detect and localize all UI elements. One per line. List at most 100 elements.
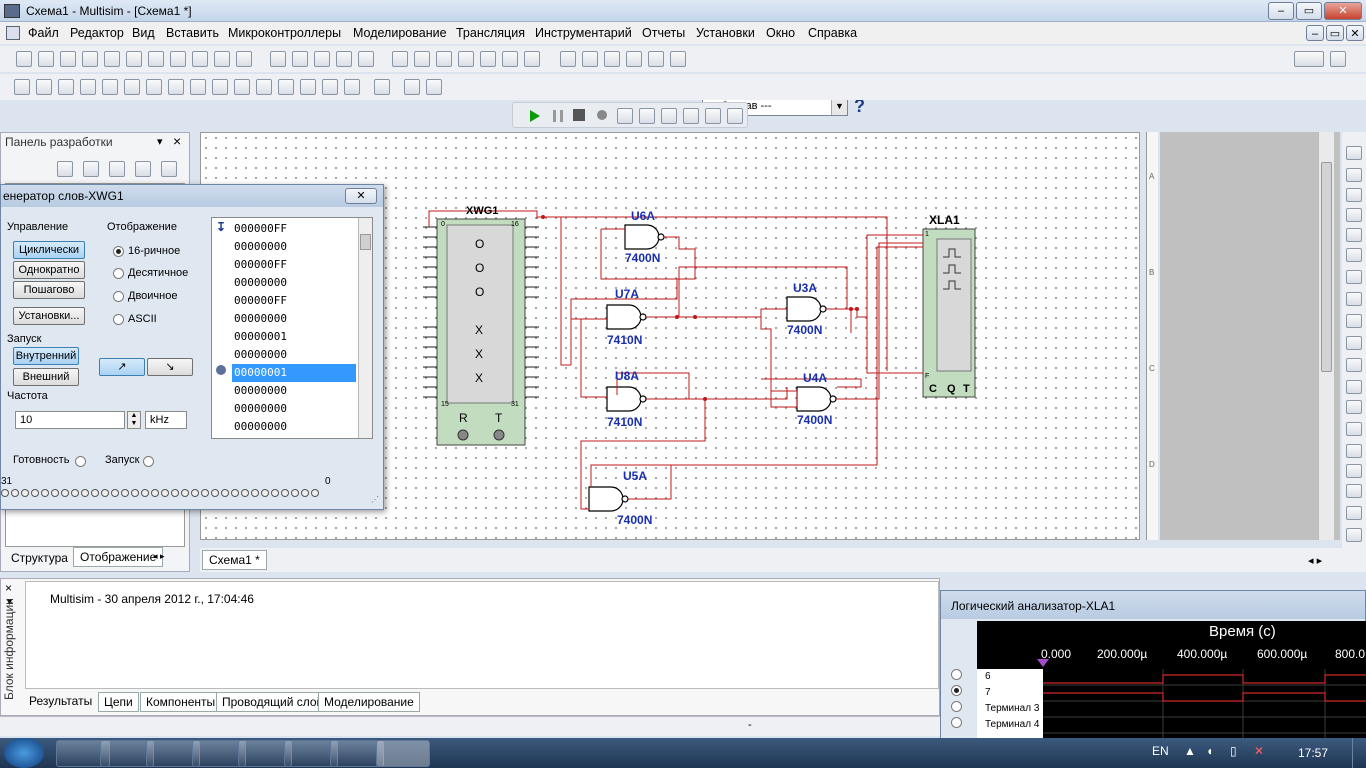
taskbar-firefox-icon[interactable] bbox=[238, 740, 292, 767]
settings-button[interactable]: Установки... bbox=[13, 307, 85, 325]
analog-icon[interactable] bbox=[102, 79, 118, 95]
list-item[interactable]: 00000000 bbox=[234, 276, 287, 289]
word-generator-icon[interactable] bbox=[1346, 292, 1362, 306]
la-cursor-icon[interactable] bbox=[1037, 659, 1049, 667]
list-item[interactable]: 00000001 bbox=[234, 330, 287, 343]
gate-u7a-ref[interactable]: U7A bbox=[615, 287, 640, 301]
resize-grip-icon[interactable]: ⋰ bbox=[371, 495, 379, 504]
menu-microcontrollers[interactable]: Микроконтроллеры bbox=[228, 26, 342, 40]
tab-simulation[interactable]: Моделирование bbox=[318, 692, 420, 712]
network-analyzer-icon[interactable] bbox=[1346, 422, 1362, 436]
bode-plotter-icon[interactable] bbox=[1346, 248, 1362, 262]
radio-dec[interactable] bbox=[113, 268, 124, 279]
open-sample-icon[interactable] bbox=[60, 51, 76, 67]
mdi-minimize-button[interactable]: – bbox=[1306, 25, 1324, 41]
zoom-out-icon[interactable] bbox=[314, 51, 330, 67]
menu-simulation[interactable]: Моделирование bbox=[353, 26, 447, 40]
wattmeter-icon[interactable] bbox=[1346, 188, 1362, 202]
step-out-icon[interactable] bbox=[661, 108, 677, 124]
radio-hex[interactable] bbox=[113, 246, 124, 257]
taskbar-ie-icon[interactable] bbox=[192, 740, 246, 767]
la-channel-radio-3[interactable] bbox=[951, 701, 962, 712]
grapher-icon[interactable] bbox=[524, 51, 540, 67]
tab-results[interactable]: Результаты bbox=[29, 694, 93, 708]
start-button-icon[interactable] bbox=[4, 738, 44, 768]
oscilloscope-icon[interactable] bbox=[1346, 208, 1362, 222]
step-button[interactable]: Пошагово bbox=[13, 281, 85, 299]
close-button[interactable]: ✕ bbox=[1324, 2, 1362, 20]
tab-scroll-arrows-icon[interactable]: ◂ ▸ bbox=[1308, 555, 1323, 567]
remove-breakpoints-icon[interactable] bbox=[727, 108, 743, 124]
frequency-input[interactable]: 10 bbox=[15, 411, 125, 429]
panel-close-icon[interactable]: × bbox=[173, 133, 182, 149]
mdi-close-button[interactable]: ✕ bbox=[1346, 25, 1364, 41]
rf-icon[interactable] bbox=[300, 79, 316, 95]
xla1-label[interactable]: XLA1 bbox=[929, 213, 960, 227]
new-item-icon[interactable] bbox=[57, 161, 73, 177]
taskbar-multisim-icon[interactable] bbox=[376, 740, 430, 767]
zoom-in-icon[interactable] bbox=[292, 51, 308, 67]
menu-reports[interactable]: Отчеты bbox=[642, 26, 686, 40]
list-item[interactable]: 00000000 bbox=[234, 420, 287, 433]
iv-analyzer-icon[interactable] bbox=[1346, 358, 1362, 372]
menu-tools[interactable]: Инструментарий bbox=[535, 26, 632, 40]
list-item-selected[interactable]: 00000001 bbox=[232, 364, 356, 382]
radio-ascii[interactable] bbox=[113, 314, 124, 325]
menu-window[interactable]: Окно bbox=[766, 26, 796, 40]
basic-icon[interactable] bbox=[36, 79, 52, 95]
step-into-icon[interactable] bbox=[639, 108, 655, 124]
stop-icon[interactable] bbox=[573, 109, 585, 121]
tab-display[interactable]: Отображение bbox=[73, 547, 164, 567]
back-annotate-icon[interactable] bbox=[626, 51, 642, 67]
taskbar-media-player-icon[interactable] bbox=[56, 740, 110, 767]
menu-file[interactable]: Файл bbox=[28, 26, 59, 40]
mdi-restore-button[interactable]: ▭ bbox=[1326, 25, 1344, 41]
export-item-icon[interactable] bbox=[135, 161, 151, 177]
rising-edge-button[interactable]: ↗ bbox=[99, 358, 145, 376]
hierarchical-block-icon[interactable] bbox=[404, 79, 420, 95]
list-item[interactable]: 00000000 bbox=[234, 348, 287, 361]
misc-icon[interactable] bbox=[256, 79, 272, 95]
new-file-icon[interactable] bbox=[16, 51, 32, 67]
transfer-icon[interactable] bbox=[670, 51, 686, 67]
agilent-generator-icon[interactable] bbox=[1346, 444, 1362, 458]
list-item[interactable]: 000000FF bbox=[234, 294, 287, 307]
source-icon[interactable] bbox=[14, 79, 30, 95]
undo-icon[interactable] bbox=[214, 51, 230, 67]
pause-at-next-icon[interactable] bbox=[597, 110, 607, 120]
menu-help[interactable]: Справка bbox=[808, 26, 858, 40]
toolbar-options-icon[interactable] bbox=[1330, 51, 1346, 67]
mixed-icon[interactable] bbox=[190, 79, 206, 95]
distortion-analyzer-icon[interactable] bbox=[1346, 380, 1362, 394]
info-pin-icon[interactable]: ▾ bbox=[7, 597, 13, 608]
minimize-button[interactable]: – bbox=[1268, 2, 1294, 20]
electromechanical-icon[interactable] bbox=[322, 79, 338, 95]
logic-converter-icon[interactable] bbox=[1346, 336, 1362, 350]
la-channel-radio-4[interactable] bbox=[951, 717, 962, 728]
select-area-icon[interactable] bbox=[604, 51, 620, 67]
print-icon[interactable] bbox=[104, 51, 120, 67]
la-channel-radio-1[interactable] bbox=[951, 669, 962, 680]
la-screen[interactable]: Время (с) 0.000 200.000µ 400.000µ 600.00… bbox=[977, 621, 1366, 741]
zoom-area-icon[interactable] bbox=[336, 51, 352, 67]
word-list[interactable]: ↧ 000000FF 00000000 000000FF 00000000 00… bbox=[211, 217, 373, 439]
taskbar-explorer-icon[interactable] bbox=[146, 740, 200, 767]
list-item[interactable]: 00000000 bbox=[234, 312, 287, 325]
maximize-button[interactable]: ▭ bbox=[1296, 2, 1322, 20]
ladder-icon[interactable] bbox=[374, 79, 390, 95]
database-icon[interactable] bbox=[480, 51, 496, 67]
design-toolbox-icon[interactable] bbox=[414, 51, 430, 67]
taskbar-hp-icon[interactable] bbox=[100, 740, 154, 767]
frequency-counter-icon[interactable] bbox=[1346, 270, 1362, 284]
results-area[interactable]: Multisim - 30 апреля 2012 г., 17:04:46 bbox=[25, 581, 939, 689]
radio-bin[interactable] bbox=[113, 291, 124, 302]
xwg1-label[interactable]: XWG1 bbox=[466, 205, 499, 217]
indicator-icon[interactable] bbox=[212, 79, 228, 95]
cmos-icon[interactable] bbox=[146, 79, 162, 95]
gate-u5a-ref[interactable]: U5A bbox=[623, 469, 648, 483]
gate-u4a-ref[interactable]: U4A bbox=[803, 371, 828, 385]
app-icon[interactable] bbox=[4, 4, 20, 18]
tab-left-arrow-icon[interactable]: ◂ ▸ bbox=[153, 551, 165, 561]
list-item[interactable]: 000000FF bbox=[234, 222, 287, 235]
internal-trigger-button[interactable]: Внутренний bbox=[13, 347, 79, 365]
